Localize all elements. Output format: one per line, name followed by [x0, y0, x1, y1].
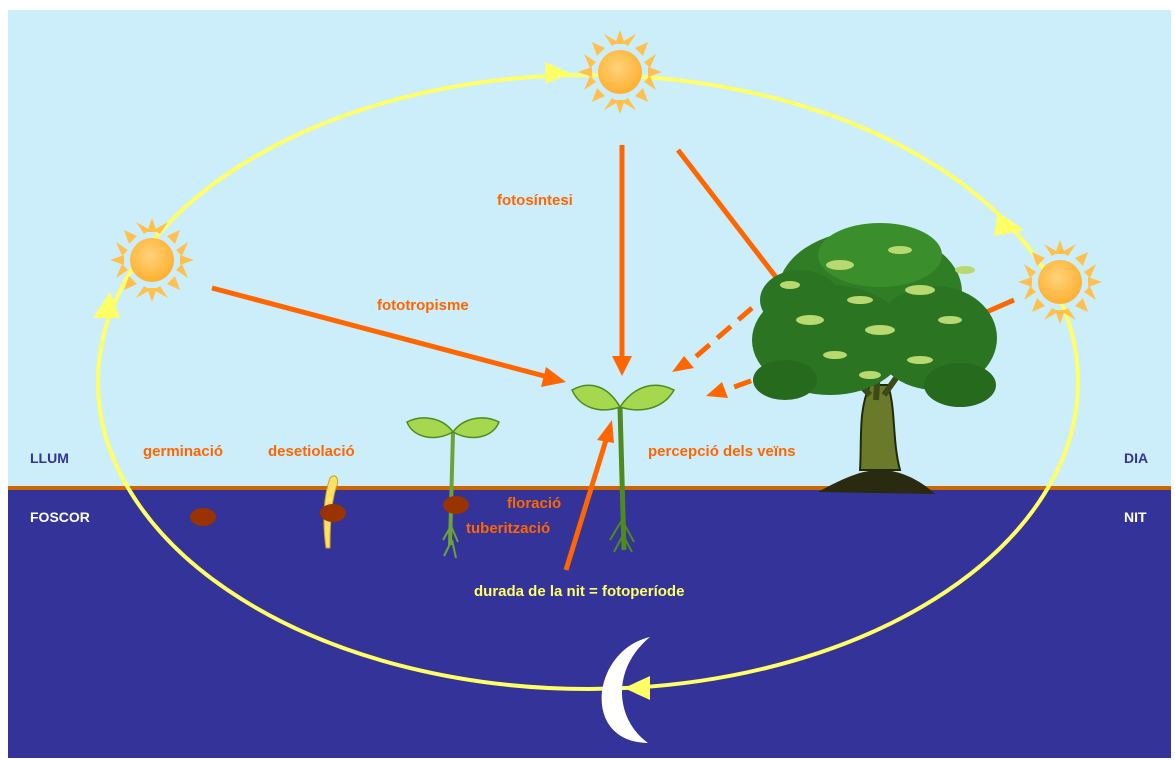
tuberitzacio-label: tuberització	[466, 521, 550, 536]
dia-label: DIA	[1124, 451, 1148, 465]
floracio-label: floració	[507, 496, 561, 511]
fotoperiode-label: durada de la nit = fotoperíode	[474, 584, 684, 599]
nit-label: NIT	[1124, 510, 1147, 524]
llum-label: LLUM	[30, 451, 69, 465]
fotosintesi-label: fotosíntesi	[497, 193, 573, 208]
fototropisme-label: fototropisme	[377, 298, 469, 313]
foscor-label: FOSCOR	[30, 510, 90, 524]
desetiolacio-label: desetiolació	[268, 444, 355, 459]
seed-icon	[190, 508, 216, 526]
germinacio-label: germinació	[143, 444, 223, 459]
percepcio-label: percepció dels veïns	[648, 444, 796, 459]
night-ground	[8, 488, 1171, 758]
